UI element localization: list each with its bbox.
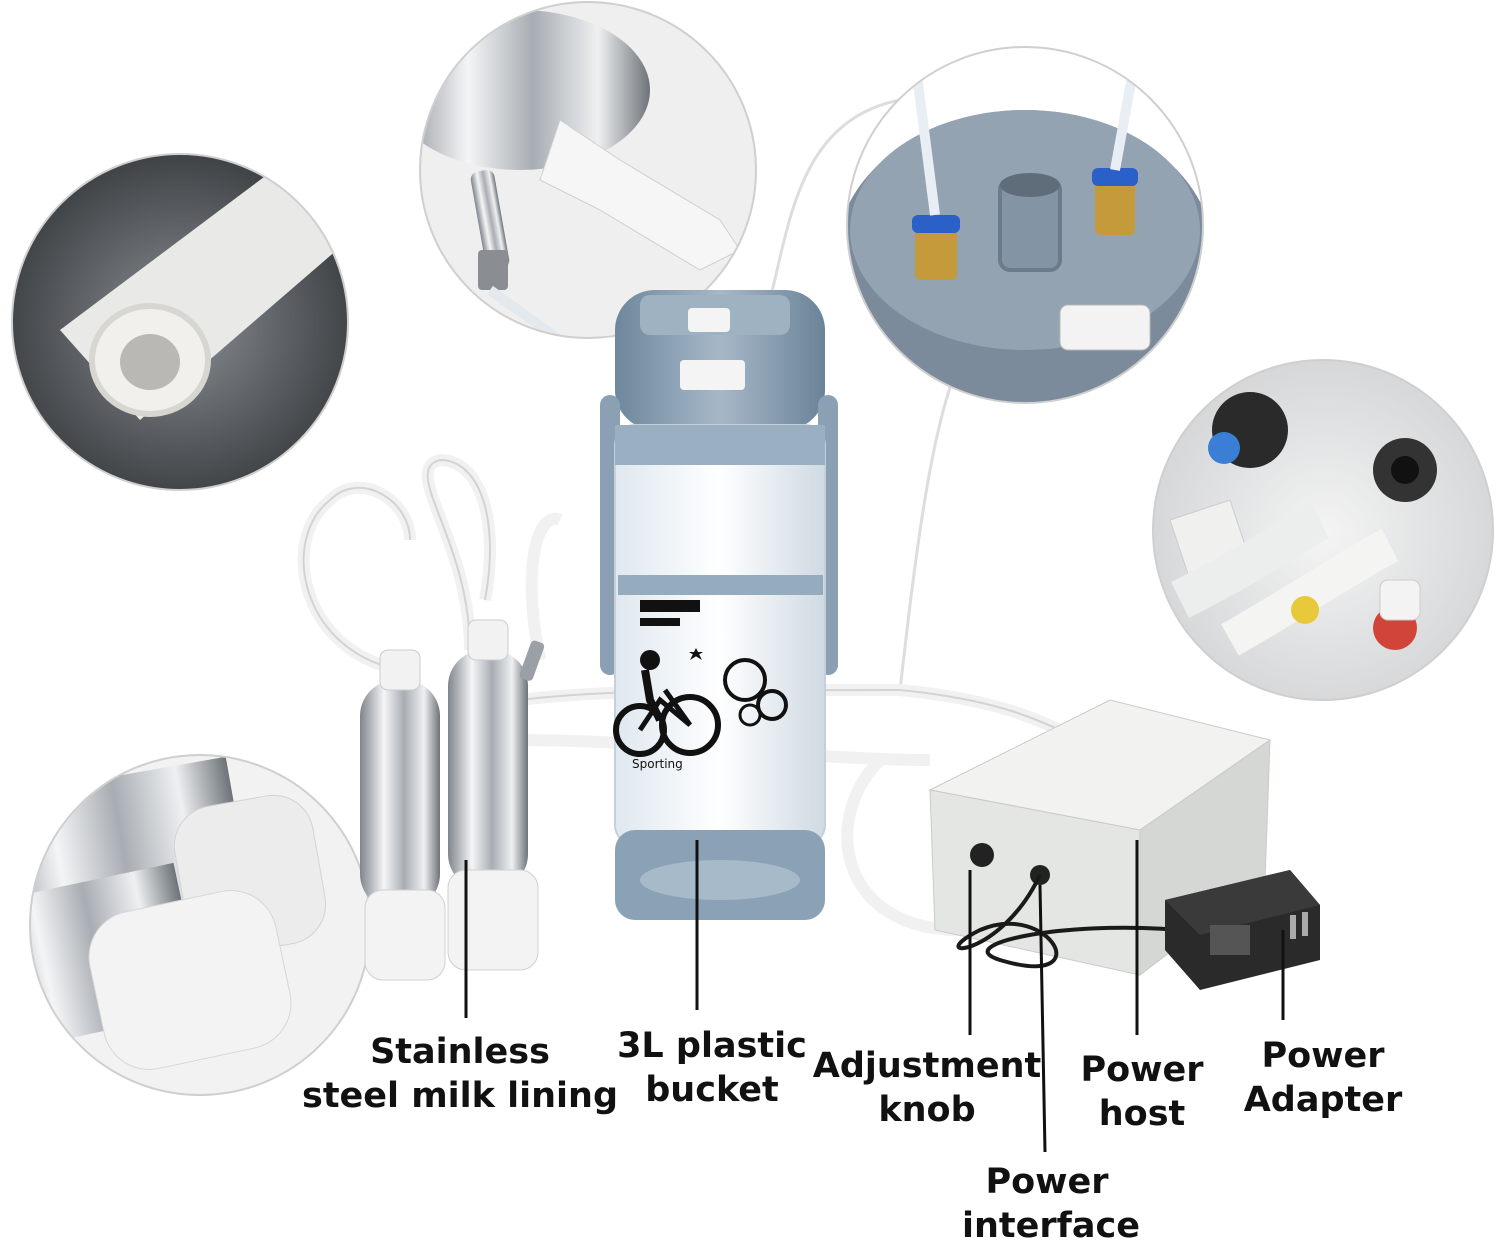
label-line: Power [1261, 1036, 1385, 1076]
silicone-tube-closeup [12, 154, 348, 490]
label-leader-lines [464, 840, 1285, 1153]
label-line: Stainless [370, 1032, 550, 1072]
label-line: 3L plastic [617, 1026, 807, 1066]
power-adapter [1165, 870, 1320, 990]
label-line: knob [878, 1090, 976, 1130]
label-line: Adjustment [812, 1046, 1042, 1086]
callout-curve-2 [898, 359, 962, 691]
label-line: host [1098, 1094, 1186, 1134]
steel-milk-cups [360, 619, 545, 981]
bucket-print-text: Sporting [632, 757, 683, 771]
label-line: steel milk lining [301, 1076, 619, 1116]
callout-curve [768, 98, 901, 301]
plastic-bucket [600, 290, 838, 920]
label-power-host: Power host [1072, 1048, 1212, 1136]
label-adjustment-knob: Adjustment knob [812, 1044, 1042, 1132]
label-power-adapter: Power Adapter [1238, 1034, 1408, 1122]
knob-and-ports-closeup [1153, 360, 1493, 700]
label-line: Power [985, 1162, 1109, 1202]
label-power-interface: Power interface [962, 1160, 1140, 1248]
label-plastic-bucket: 3L plastic bucket [612, 1024, 812, 1112]
label-stainless-steel-milk-lining: Stainless steel milk lining [300, 1030, 620, 1118]
steel-cup-connector-closeup [420, 2, 756, 338]
label-line: Power [1080, 1050, 1204, 1090]
label-line: interface [962, 1206, 1140, 1246]
lid-valve-closeup [847, 47, 1203, 403]
label-line: Adapter [1243, 1080, 1403, 1120]
label-line: bucket [645, 1070, 779, 1110]
